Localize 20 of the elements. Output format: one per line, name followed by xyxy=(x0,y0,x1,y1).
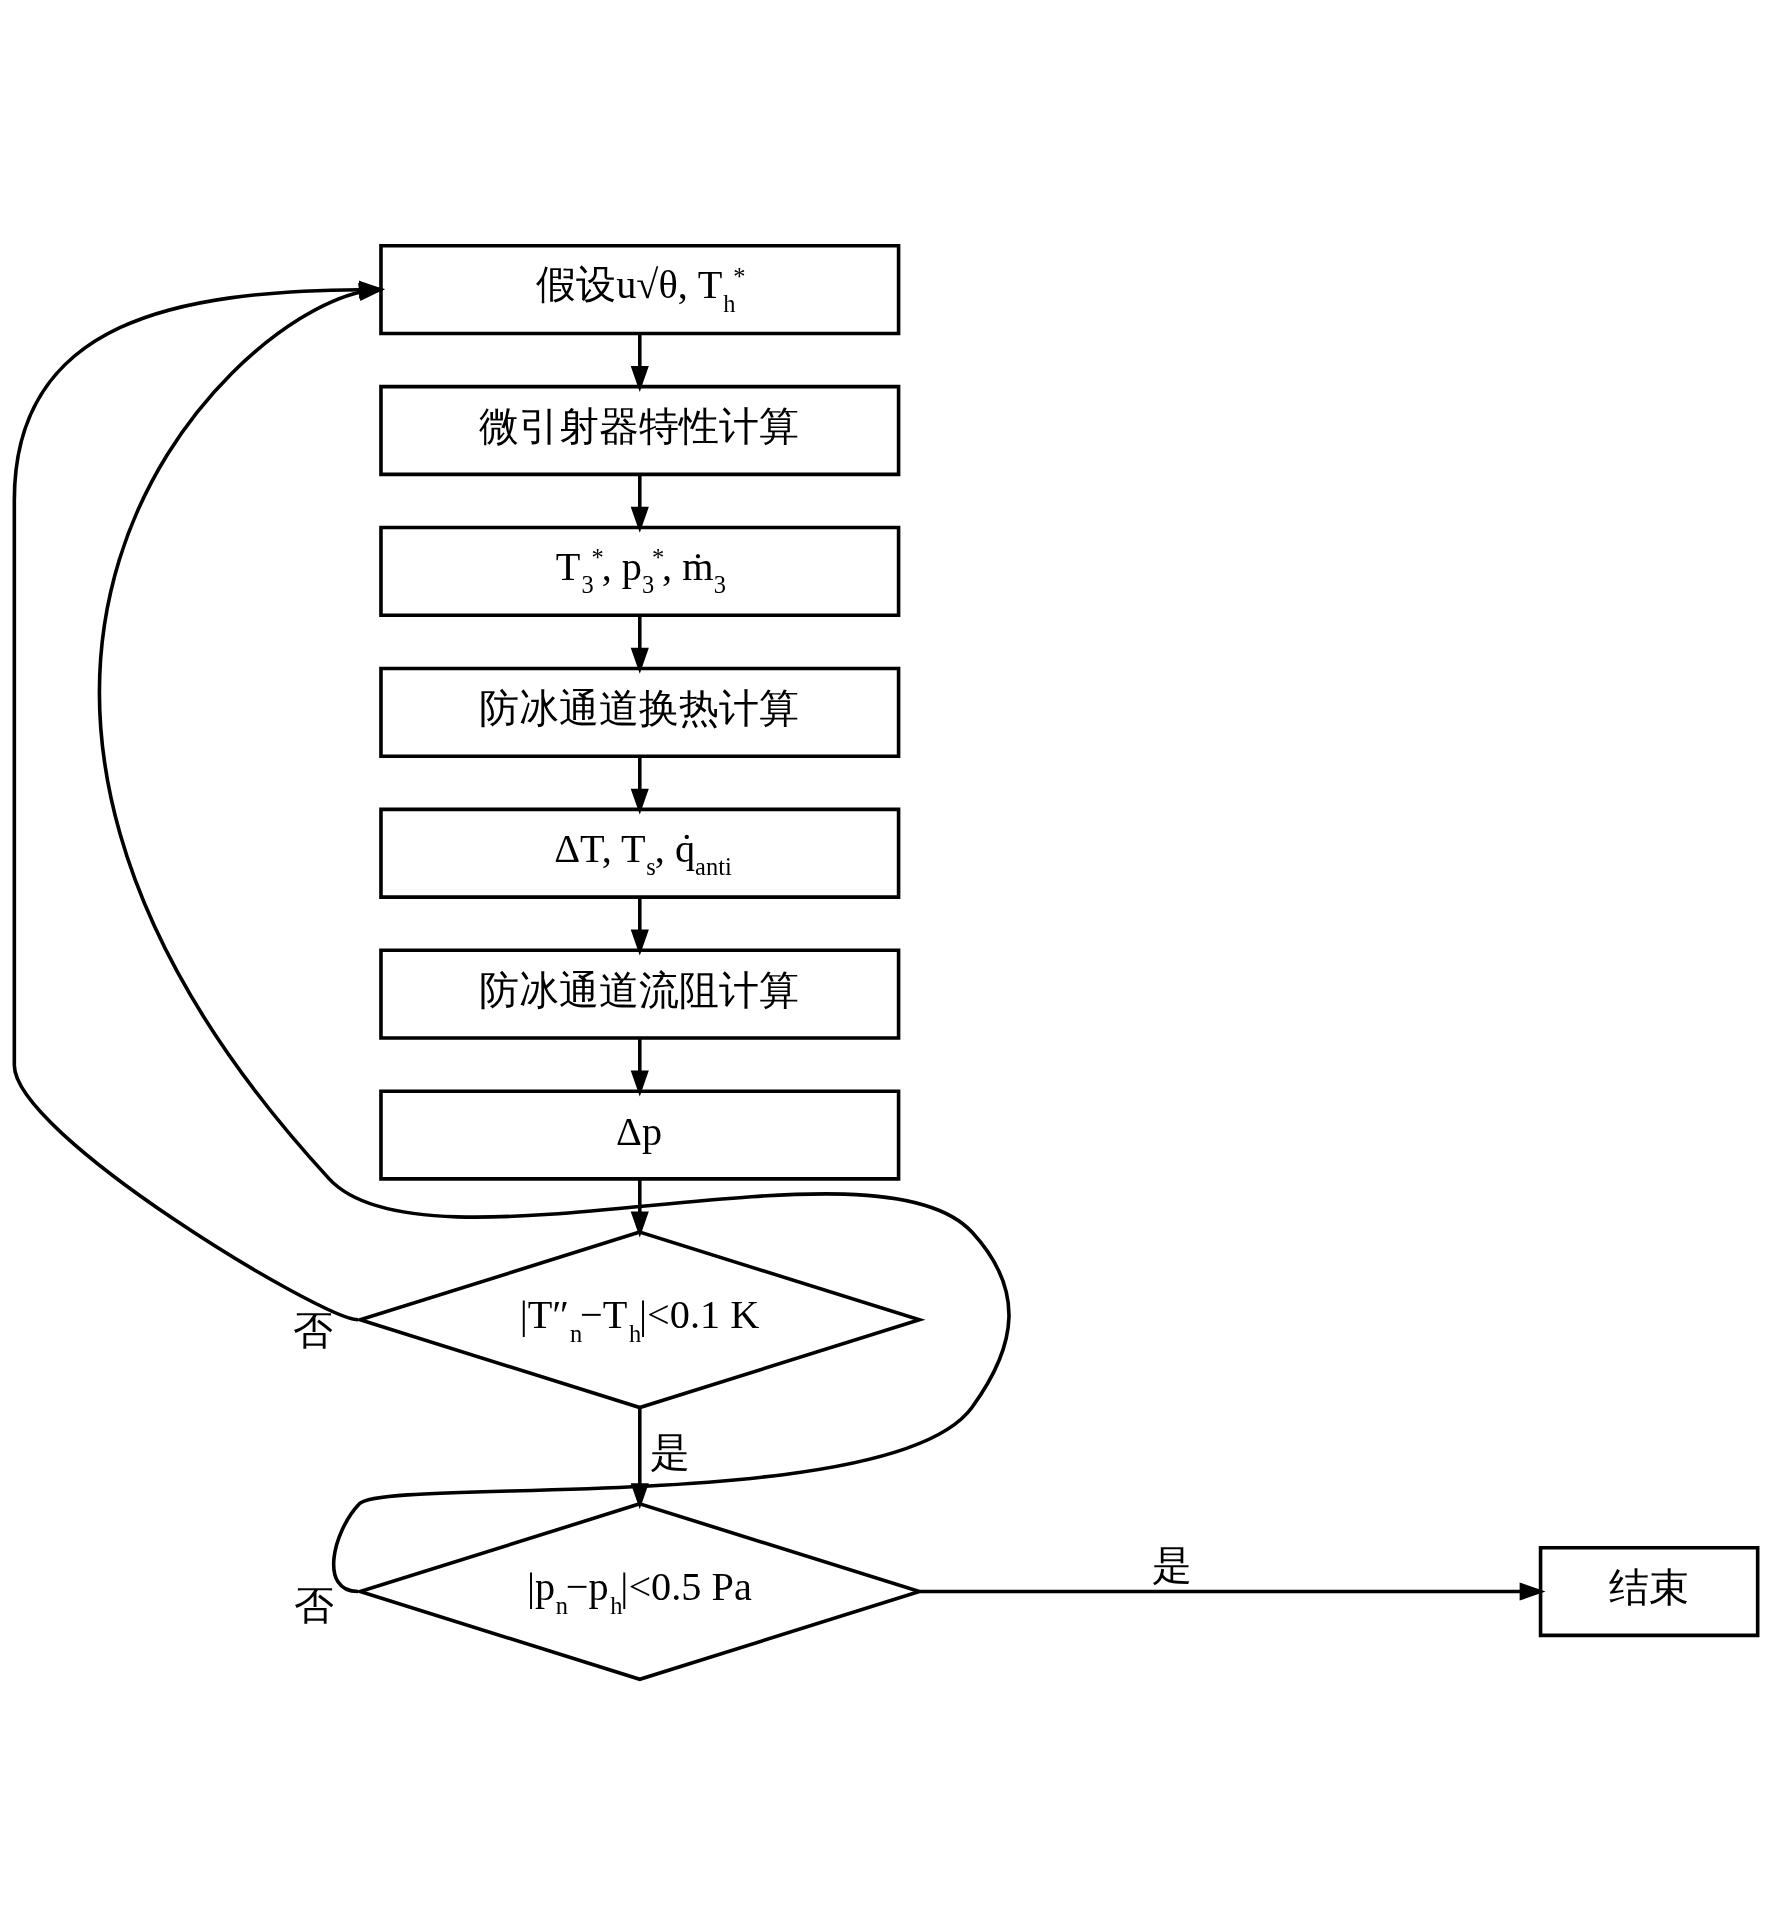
arrow xyxy=(919,1582,1546,1601)
arrow xyxy=(630,474,649,533)
edge-label: 否 xyxy=(292,1307,333,1353)
node-box: Δp xyxy=(379,1089,901,1181)
arrow xyxy=(630,756,649,815)
node-box: T$_{3}$$^{*}$, p$_{3}$$^{*}$, ṁ$_{3}$ xyxy=(379,525,901,618)
edge-label: 是 xyxy=(1152,1543,1193,1589)
node-box: 防冰通道换热计算 xyxy=(379,666,901,758)
arrow xyxy=(630,333,649,392)
edge-label: 是 xyxy=(649,1429,690,1475)
node-box: ΔT, T$_{s}$, q̇$_{anti}$ xyxy=(379,807,901,899)
edge-label: 否 xyxy=(294,1582,335,1628)
node-box: 结束 xyxy=(1538,1545,1760,1638)
arrow xyxy=(630,1038,649,1097)
arrow xyxy=(99,283,1011,1594)
node-box: 微引射器特性计算 xyxy=(379,384,901,477)
arrow xyxy=(630,897,649,956)
node-box: 防冰通道流阻计算 xyxy=(379,948,901,1040)
arrow xyxy=(630,615,649,674)
arrow xyxy=(630,1179,649,1238)
